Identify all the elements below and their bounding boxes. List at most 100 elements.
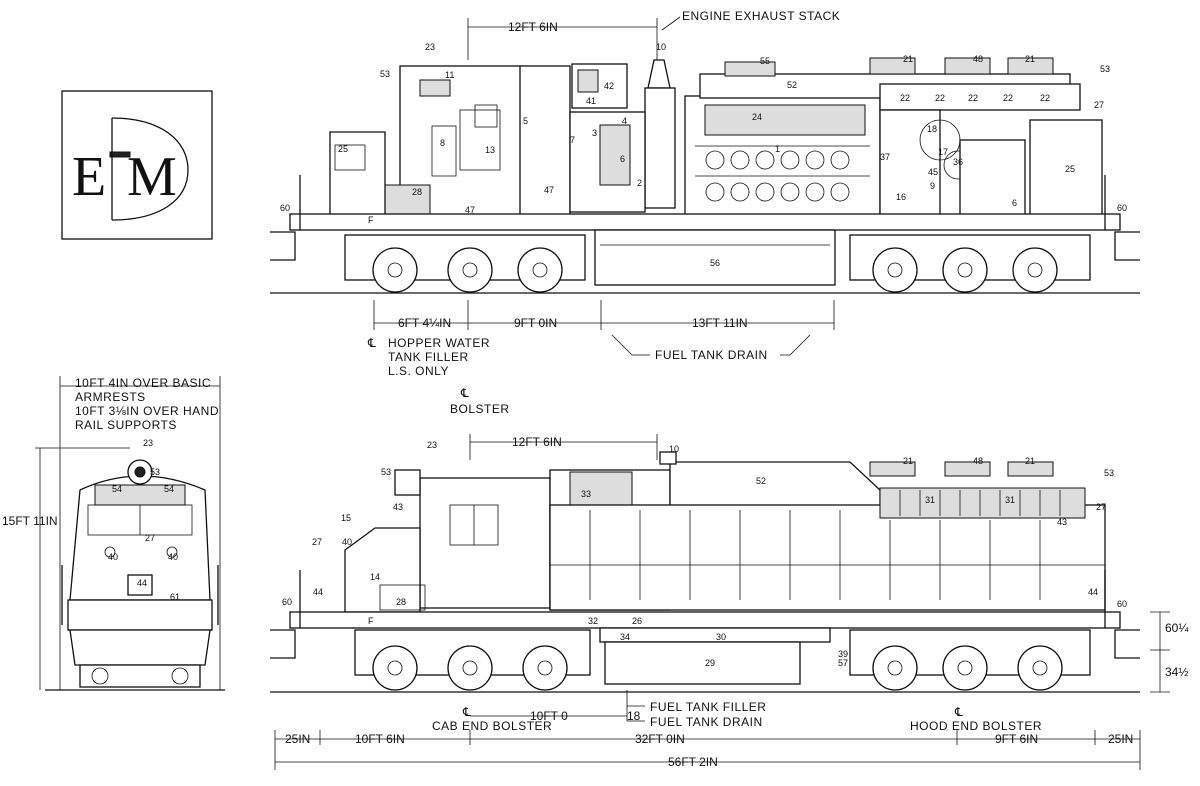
top-callout: 52 xyxy=(787,80,797,90)
top-callout: 3 xyxy=(592,128,597,138)
top-callout: 60 xyxy=(280,203,290,213)
centerline-symbol: ℄ xyxy=(367,336,376,350)
top-callout: 22 xyxy=(935,93,945,103)
top-callout: 18 xyxy=(927,124,937,134)
side-dim-18: 18 xyxy=(627,709,641,723)
front-callout: 27 xyxy=(145,533,155,543)
side-callout: 21 xyxy=(1025,456,1035,466)
front-callout: 61 xyxy=(170,592,180,602)
label-fuel-tank-filler: FUEL TANK FILLER xyxy=(650,700,766,714)
top-callout: 56 xyxy=(710,258,720,268)
top-callout: 16 xyxy=(896,192,906,202)
side-callout: 60 xyxy=(1117,599,1127,609)
side-callout: 44 xyxy=(313,587,323,597)
front-callout: 44 xyxy=(137,578,147,588)
side-dim-9ft6: 9FT 6IN xyxy=(995,732,1038,746)
side-callout: 43 xyxy=(1057,517,1067,527)
side-dim-10ft0: 10FT 0 xyxy=(530,709,568,723)
top-callout: 6 xyxy=(1012,198,1017,208)
side-callout: 33 xyxy=(581,489,591,499)
top-callout: 47 xyxy=(544,185,554,195)
side-dim-34h: 34½ xyxy=(1165,665,1188,679)
top-callout: F xyxy=(368,215,374,225)
top-callout: 41 xyxy=(586,96,596,106)
top-callout: 37 xyxy=(880,152,890,162)
side-callout: 21 xyxy=(903,456,913,466)
side-callout: F xyxy=(368,616,374,626)
side-callout: 10 xyxy=(669,444,679,454)
label-ls-only: L.S. ONLY xyxy=(388,364,449,378)
side-callout: 23 xyxy=(427,440,437,450)
front-height-dim: 15FT 11IN xyxy=(2,514,58,528)
front-label-rail-supports: RAIL SUPPORTS xyxy=(75,418,177,432)
top-callout: 45 xyxy=(928,167,938,177)
side-locomotive-view: 12FT 6IN xyxy=(270,434,1189,770)
centerline-symbol: ℄ xyxy=(460,386,469,400)
side-callout: 39 xyxy=(838,649,848,659)
side-callout: 27 xyxy=(312,537,322,547)
top-dim-9ft0: 9FT 0IN xyxy=(514,316,557,330)
label-bolster: BOLSTER xyxy=(450,402,510,416)
side-callout: 48 xyxy=(973,456,983,466)
side-callout: 14 xyxy=(370,572,380,582)
side-callout: 30 xyxy=(716,632,726,642)
top-locomotive-view: 12FT 6IN ENGINE EXHAUST STACK xyxy=(270,9,1140,416)
side-callout: 53 xyxy=(1104,468,1114,478)
top-callout: 55 xyxy=(760,56,770,66)
top-callout: 21 xyxy=(1025,54,1035,64)
top-callout: 36 xyxy=(953,157,963,167)
side-callout: 60 xyxy=(282,597,292,607)
top-front-truck xyxy=(344,234,586,293)
side-callout: 26 xyxy=(632,616,642,626)
front-callout: 23 xyxy=(143,438,153,448)
top-callout: 22 xyxy=(1003,93,1013,103)
side-callout: 57 xyxy=(838,658,848,668)
side-callout: 28 xyxy=(396,597,406,607)
top-callout: 28 xyxy=(412,187,422,197)
top-callout: 23 xyxy=(425,42,435,52)
front-label-basic-armrests: 10FT 4IN OVER BASIC xyxy=(75,376,211,390)
top-callout: 53 xyxy=(380,69,390,79)
logo-letter-e: E xyxy=(72,146,106,208)
side-dim-32ft0: 32FT 0IN xyxy=(635,732,685,746)
label-cab-end-bolster: CAB END BOLSTER xyxy=(432,719,552,733)
side-dim-60q: 60¼ xyxy=(1165,621,1189,635)
side-callout: 32 xyxy=(588,616,598,626)
top-callout: 25 xyxy=(1065,164,1075,174)
side-dim-25in-left: 25IN xyxy=(285,732,310,746)
front-callout: 54 xyxy=(164,484,174,494)
side-callout: 15 xyxy=(341,513,351,523)
front-callout: 40 xyxy=(108,552,118,562)
top-callout: 5 xyxy=(523,116,528,126)
front-callout: 53 xyxy=(150,467,160,477)
top-callout: 25 xyxy=(338,144,348,154)
side-callout: 31 xyxy=(1005,495,1015,505)
top-callout: 22 xyxy=(1040,93,1050,103)
label-engine-exhaust-stack: ENGINE EXHAUST STACK xyxy=(682,9,840,23)
top-callout: 60 xyxy=(1117,203,1127,213)
side-dim-10ft6: 10FT 6IN xyxy=(355,732,405,746)
emd-logo: E M xyxy=(61,90,213,240)
side-callout: 43 xyxy=(393,502,403,512)
top-dim-13ft11: 13FT 11IN xyxy=(692,316,748,330)
top-callout: 8 xyxy=(440,138,445,148)
top-callout: 1 xyxy=(775,144,780,154)
label-tank-filler: TANK FILLER xyxy=(388,350,469,364)
front-label-armrests: ARMRESTS xyxy=(75,390,146,404)
top-callout: 48 xyxy=(973,54,983,64)
top-callout: 11 xyxy=(445,70,454,80)
top-callout: 2 xyxy=(637,178,642,188)
side-front-truck xyxy=(354,629,591,691)
top-dim-12ft6: 12FT 6IN xyxy=(508,20,558,34)
centerline-symbol: ℄ xyxy=(462,705,471,719)
side-dim-25in-right: 25IN xyxy=(1108,732,1133,746)
top-callout: 10 xyxy=(656,42,666,52)
top-rear-truck xyxy=(849,234,1091,293)
front-end-view: 10FT 4IN OVER BASIC ARMRESTS 10FT 3⅛IN O… xyxy=(2,376,225,691)
side-callout: 44 xyxy=(1088,587,1098,597)
top-callout: 17 xyxy=(938,147,948,157)
top-callout: 22 xyxy=(968,93,978,103)
top-callout: 6 xyxy=(620,154,625,164)
